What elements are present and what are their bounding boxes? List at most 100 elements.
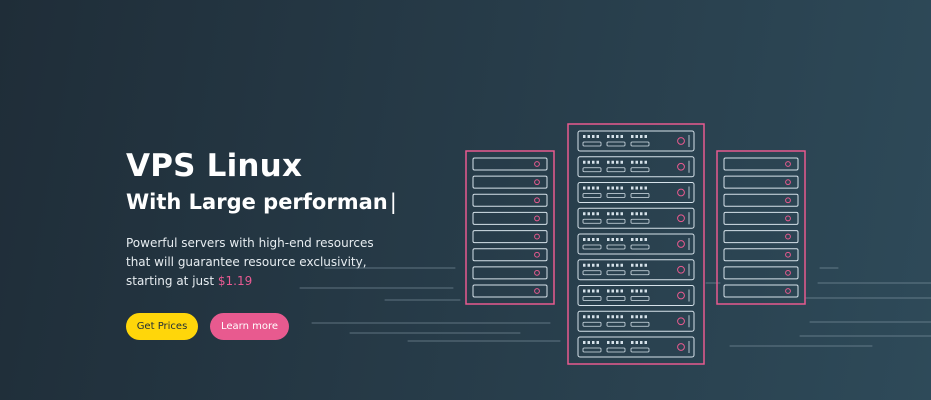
power-led — [534, 233, 540, 240]
drive-dot — [644, 341, 647, 344]
rack-unit — [472, 211, 548, 225]
drive-dot — [611, 289, 614, 293]
drive-dot — [583, 135, 586, 138]
server-unit — [577, 336, 695, 358]
rack-unit — [723, 284, 799, 298]
drive-bay — [606, 193, 626, 198]
drive-dot — [607, 135, 610, 138]
drive-bay — [630, 347, 650, 353]
power-led — [534, 215, 540, 222]
hero-text: VPS Linux With Large performan| Powerful… — [126, 148, 426, 291]
rack-unit — [472, 248, 548, 262]
power-led — [677, 162, 685, 171]
drive-dot — [596, 315, 599, 319]
drive-dot — [635, 212, 638, 216]
drive-dot — [620, 289, 623, 293]
description-line-2: that will guarantee resource exclusivity… — [126, 255, 367, 269]
server-unit — [577, 130, 695, 152]
drive-dot — [620, 315, 623, 319]
drive-dot — [611, 238, 614, 241]
drive-dot — [587, 263, 590, 267]
drive-bay — [630, 321, 650, 327]
price-highlight: $1.19 — [217, 274, 253, 288]
drive-dot — [620, 212, 623, 216]
drive-dot — [631, 263, 634, 267]
drive-dot — [587, 160, 590, 164]
drive-dot — [583, 289, 586, 293]
drive-bay — [582, 244, 602, 250]
server-unit — [577, 285, 695, 306]
drive-dot — [611, 160, 614, 164]
drive-bay — [606, 270, 626, 276]
drive-dot — [635, 186, 638, 190]
drive-dot — [620, 238, 623, 241]
rack-unit — [472, 230, 548, 244]
drive-dot — [635, 160, 638, 164]
power-led — [534, 179, 540, 186]
drive-dot — [616, 135, 619, 138]
power-led — [677, 137, 685, 145]
drive-bay — [606, 141, 626, 147]
server-unit — [577, 310, 695, 332]
server-unit — [577, 207, 695, 229]
drive-dot — [631, 135, 634, 138]
drive-dot — [583, 212, 586, 216]
drive-dot — [587, 212, 590, 216]
drive-dot — [640, 341, 643, 344]
drive-dot — [640, 263, 643, 267]
drive-dot — [620, 160, 623, 164]
drive-dot — [583, 160, 586, 164]
learn-more-button[interactable]: Learn more — [210, 313, 289, 340]
drive-dot — [607, 263, 610, 267]
drive-bay — [606, 321, 626, 327]
rack-unit — [723, 266, 799, 280]
server-unit — [577, 182, 695, 203]
hero-buttons: Get Prices Learn more — [126, 313, 289, 340]
power-led — [785, 215, 791, 222]
power-led — [785, 251, 791, 258]
center-rack — [567, 123, 705, 365]
rack-frame — [465, 150, 555, 305]
drive-dot — [631, 341, 634, 344]
hero-title: VPS Linux — [126, 148, 303, 184]
drive-dot — [640, 289, 643, 293]
drive-dot — [596, 238, 599, 241]
drive-dot — [592, 289, 595, 293]
drive-dot — [644, 135, 647, 138]
drive-dot — [616, 212, 619, 216]
drive-dot — [620, 263, 623, 267]
drive-dot — [607, 289, 610, 293]
typing-cursor: | — [389, 190, 397, 214]
hero-description: Powerful servers with high-end resources… — [126, 234, 426, 291]
drive-dot — [635, 341, 638, 344]
drive-bay — [606, 218, 626, 224]
drive-dot — [644, 186, 647, 190]
drive-dot — [596, 135, 599, 138]
power-led — [785, 233, 791, 240]
description-line-1: Powerful servers with high-end resources — [126, 236, 374, 250]
drive-dot — [644, 263, 647, 267]
drive-bay — [606, 167, 626, 173]
drive-dot — [616, 315, 619, 319]
hero-subtitle: With Large performan| — [126, 188, 426, 216]
drive-dot — [611, 186, 614, 190]
get-prices-button[interactable]: Get Prices — [126, 313, 198, 340]
drive-dot — [631, 315, 634, 319]
drive-dot — [583, 238, 586, 241]
drive-bay — [582, 321, 602, 327]
rack-unit — [723, 211, 799, 225]
drive-dot — [607, 238, 610, 241]
drive-dot — [607, 212, 610, 216]
drive-bay — [630, 296, 650, 301]
drive-bay — [630, 193, 650, 198]
drive-dot — [587, 135, 590, 138]
server-unit — [577, 156, 695, 178]
drive-dot — [587, 341, 590, 344]
drive-dot — [583, 341, 586, 344]
rack-unit — [472, 284, 548, 298]
power-led — [677, 291, 685, 300]
description-line-3: starting at just $1.19 — [126, 272, 426, 291]
drive-dot — [583, 315, 586, 319]
power-led — [534, 161, 540, 167]
